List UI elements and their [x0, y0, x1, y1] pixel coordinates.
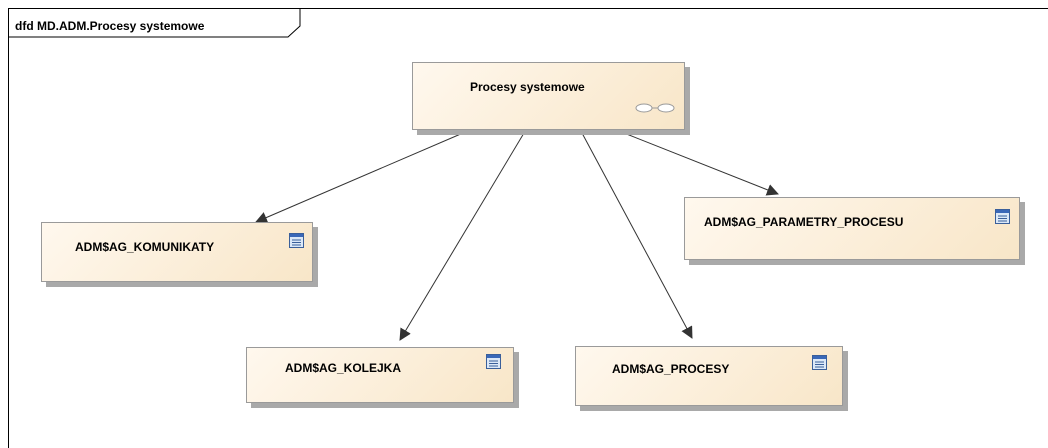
process-link-icon	[635, 103, 675, 113]
data-store-procesy[interactable]: ADM$AG_PROCESY	[575, 346, 843, 406]
flow-to-parametry	[623, 132, 779, 196]
data-store-icon	[289, 233, 304, 248]
data-store-kolejka[interactable]: ADM$AG_KOLEJKA	[246, 347, 514, 403]
data-store-parametry-procesu[interactable]: ADM$AG_PARAMETRY_PROCESU	[684, 197, 1020, 260]
data-store-icon	[486, 354, 501, 369]
data-store-label: ADM$AG_KOMUNIKATY	[75, 240, 215, 254]
flow-to-kolejka	[399, 132, 525, 341]
process-label: Procesy systemowe	[470, 80, 585, 94]
data-store-komunikaty[interactable]: ADM$AG_KOMUNIKATY	[41, 222, 313, 282]
data-store-label: ADM$AG_PROCESY	[612, 362, 730, 376]
process-node[interactable]: Procesy systemowe	[412, 62, 685, 130]
data-store-icon	[812, 355, 827, 370]
data-store-label: ADM$AG_KOLEJKA	[285, 361, 402, 375]
diagram-frame	[8, 8, 1048, 448]
connectors	[255, 132, 779, 341]
data-store-icon	[995, 209, 1010, 224]
frame-tab	[8, 8, 301, 38]
flow-to-procesy	[581, 132, 693, 339]
diagram-title: dfd MD.ADM.Procesy systemowe	[15, 19, 205, 33]
flow-to-komunikaty	[255, 132, 464, 224]
data-store-label: ADM$AG_PARAMETRY_PROCESU	[704, 215, 904, 229]
